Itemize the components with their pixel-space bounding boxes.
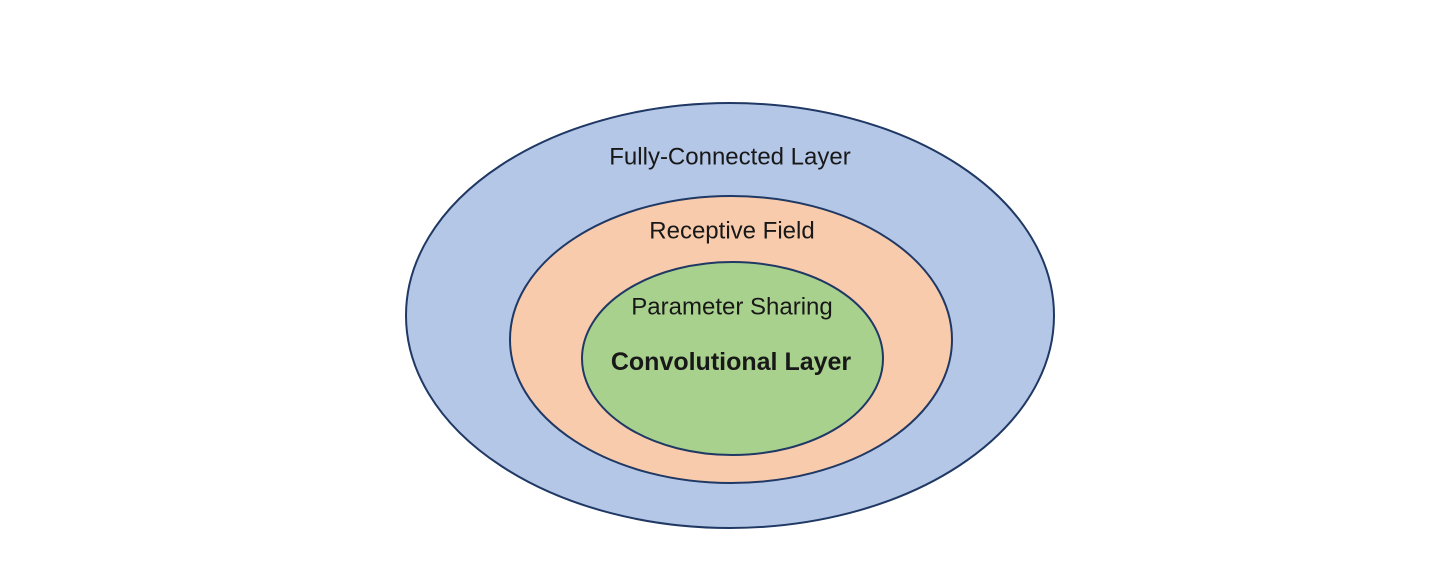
label-fully-connected-layer: Fully-Connected Layer — [609, 144, 850, 171]
ellipse-parameter-sharing — [581, 261, 884, 456]
label-parameter-sharing: Parameter Sharing — [631, 294, 832, 321]
label-receptive-field: Receptive Field — [649, 218, 814, 245]
label-convolutional-layer: Convolutional Layer — [611, 348, 852, 376]
